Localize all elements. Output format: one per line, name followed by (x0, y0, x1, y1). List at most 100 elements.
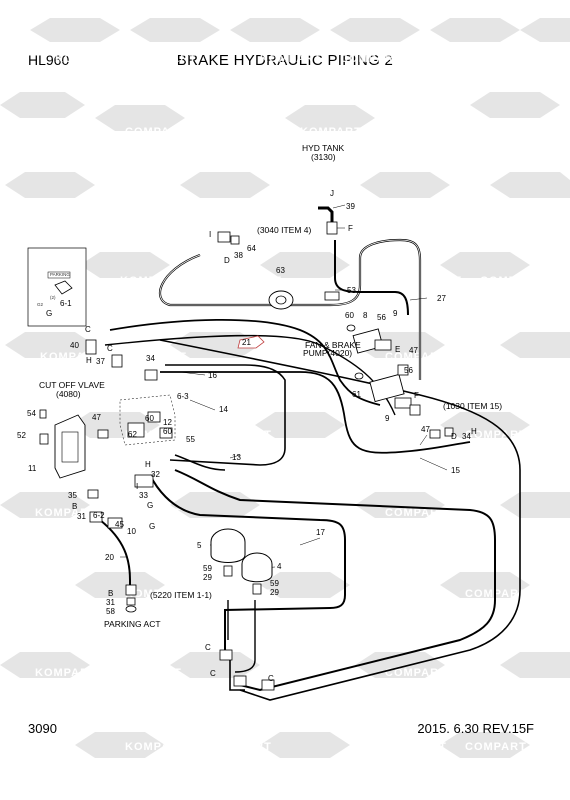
fitting-60 (147, 411, 161, 423)
wm-text-a: KOMPART (300, 507, 362, 519)
wm-text-b: COMPART (210, 429, 272, 441)
callout-d-top: D (224, 256, 230, 265)
watermark-row-1: KOMPART COMPART KOMPART COMPART KOMPART (30, 18, 570, 65)
watermark-row-6: KOMPART COMPART KOMPART COMPART (70, 412, 530, 441)
leader-lines (120, 204, 448, 569)
callout-h-left: H (86, 356, 92, 365)
callout-h-right: H (471, 427, 477, 436)
fitting-64 (230, 235, 240, 245)
o-ring-60 (346, 324, 356, 332)
wm-text-a: KOMPART (125, 588, 187, 600)
fitting-9-upper (374, 339, 392, 351)
callout-9-upper: 9 (393, 309, 398, 318)
hose-c-bottom (229, 655, 245, 691)
callout-55: 55 (186, 435, 195, 444)
callout-20: 20 (105, 553, 114, 562)
inset-tag (47, 271, 71, 279)
label-ref-5220: (5220 ITEM 1-1) (150, 590, 212, 600)
fitting-38 (217, 231, 231, 243)
page-code: 3090 (28, 721, 57, 736)
callout-b-left: B (72, 502, 77, 511)
fitting-c-bottom-2 (233, 675, 247, 687)
wm-text-b: COMPART (340, 53, 402, 65)
valve-59-right (252, 583, 262, 595)
wm-text-b: COMPART (465, 741, 527, 753)
callout-33: 33 (139, 491, 148, 500)
watermark-row-4: KOMPART COMPART KOMPART COMPART (80, 252, 542, 287)
fitting-56-right (397, 364, 409, 376)
hose-27-core (159, 239, 421, 380)
callout-35: 35 (68, 491, 77, 500)
wm-text-a: KOMPART (125, 741, 187, 753)
hose-layer (99, 238, 521, 701)
callout-5: 5 (197, 541, 202, 550)
fitting-c-bottom-3 (261, 679, 275, 691)
hose-long-right (174, 469, 496, 692)
callout-6-2: 6-2 (93, 511, 105, 520)
callout-56-lower: 56 (404, 366, 413, 375)
components (27, 206, 454, 691)
fitting-62 (127, 422, 145, 438)
callout-21: 21 (242, 338, 251, 347)
callout-d-right: D (451, 432, 457, 441)
callout-13: 13 (232, 453, 241, 462)
hose-tank-line (334, 240, 409, 316)
callout-h-mid: H (145, 460, 151, 469)
callout-c-top: C (85, 325, 91, 334)
wm-text-a: KOMPART (35, 507, 97, 519)
inset-pos-b: G2 (37, 302, 44, 307)
callout-40: 40 (70, 341, 79, 350)
wm-text-a: KOMPART (260, 53, 322, 65)
callout-c-bottom-2: C (210, 669, 216, 678)
callout-64: 64 (247, 244, 256, 253)
o-ring-58 (125, 605, 137, 613)
wm-text-a: KOMPART (385, 741, 447, 753)
callout-10: 10 (127, 527, 136, 536)
callout-c-bottom-3: C (268, 674, 274, 683)
wm-text-b: COMPART (125, 200, 187, 212)
callout-59-left: 59 (203, 564, 212, 573)
wm-text-b: COMPART (135, 53, 197, 65)
wm-text-b: COMPART (385, 667, 447, 679)
callout-45: 45 (115, 520, 124, 529)
label-hyd-tank: HYD TANK (302, 143, 345, 153)
wm-text-a: KOMPART (300, 126, 362, 138)
label-parking-act: PARKING ACT (104, 619, 161, 629)
label-cut-off-valve-ref: (4080) (56, 389, 81, 399)
wm-text-b: COMPART (385, 200, 447, 212)
callout-32: 32 (151, 470, 160, 479)
callout-g-mid: G (147, 501, 153, 510)
wm-text-b: COMPART (120, 667, 182, 679)
wm-text-b: COMPART (465, 429, 527, 441)
wm-text-b: COMPART (385, 126, 447, 138)
wm-text-b: COMPART (480, 275, 542, 287)
callout-38: 38 (234, 251, 243, 260)
watermark-layer: KOMPART COMPART KOMPART COMPART KOMPART … (0, 18, 570, 758)
wm-text-a: KOMPART (440, 53, 502, 65)
page-title: BRAKE HYDRAULIC PIPING 2 (176, 52, 394, 69)
callout-g-lower: G (149, 522, 155, 531)
callout-i-top: I (209, 230, 211, 239)
fitting-12 (159, 427, 173, 439)
wm-text-b: COMPART (120, 507, 182, 519)
callout-31-parking: 31 (106, 598, 115, 607)
callout-e: E (395, 345, 400, 354)
callout-f-right: F (414, 391, 419, 400)
watermark-row-8: KOMPART COMPART KOMPART COMPART (75, 572, 530, 600)
fitting-34-right (444, 427, 454, 437)
fitting-47-left (97, 429, 109, 439)
inset-fitting (54, 280, 73, 295)
callout-4: 4 (277, 562, 282, 571)
fitting-10 (134, 474, 154, 488)
callout-47-left: 47 (92, 413, 101, 422)
callout-j: J (330, 189, 334, 198)
fitting-b-parking (125, 584, 137, 596)
callout-59-right: 59 (270, 579, 279, 588)
accumulator-5-body (210, 542, 246, 563)
flange-hole (275, 295, 287, 305)
callout-i-mid: I (136, 482, 138, 491)
wm-text-b: COMPART (210, 588, 272, 600)
callout-14: 14 (219, 405, 228, 414)
hose-accumulator-4 (234, 600, 256, 673)
label-cut-off-valve: CUT OFF VLAVE (39, 380, 105, 390)
